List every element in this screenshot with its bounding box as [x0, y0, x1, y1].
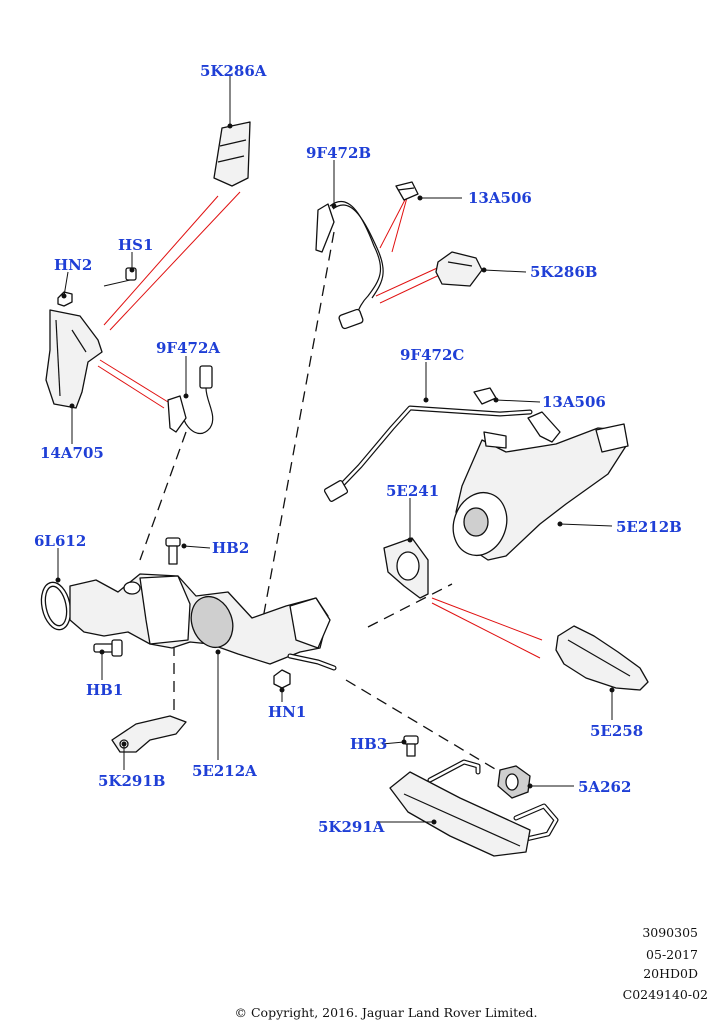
- bracket-5K291A[interactable]: [389, 759, 559, 857]
- label-5K286A-top[interactable]: 5K286A: [200, 62, 267, 80]
- bolt-HB2[interactable]: [165, 537, 181, 565]
- diesel-particulate-filter-5E212B[interactable]: [445, 423, 629, 563]
- footer-ref: C0249140-02: [623, 987, 708, 1002]
- footer-model: 20HD0D: [643, 966, 698, 981]
- oxygen-sensor-9F472A[interactable]: [167, 365, 214, 434]
- label-5E212A[interactable]: 5E212A: [192, 762, 257, 780]
- label-5A262[interactable]: 5A262: [578, 778, 631, 796]
- label-HN1[interactable]: HN1: [268, 703, 306, 721]
- oxygen-sensor-9F472C[interactable]: [323, 405, 561, 502]
- label-9F472C[interactable]: 9F472C: [400, 346, 464, 364]
- label-5E241[interactable]: 5E241: [386, 482, 439, 500]
- label-6L612[interactable]: 6L612: [34, 532, 86, 550]
- part-labels: 5K286A 9F472B 13A506 5K286B HS1 HN2 9F47…: [34, 62, 682, 836]
- heat-shield-5K286A[interactable]: [213, 121, 251, 187]
- footer: 3090305 05-2017 20HD0D C0249140-02 © Cop…: [235, 925, 708, 1020]
- heat-shield-5E258[interactable]: [555, 625, 649, 691]
- label-HB1[interactable]: HB1: [86, 681, 123, 699]
- label-HN2[interactable]: HN2: [54, 256, 92, 274]
- assembly-dashed-lines: [139, 231, 501, 773]
- label-5K291B[interactable]: 5K291B: [98, 772, 165, 790]
- clip-13A506-top[interactable]: [395, 181, 419, 201]
- label-HB2[interactable]: HB2: [212, 539, 249, 557]
- label-13A506-mid[interactable]: 13A506: [542, 393, 606, 411]
- label-5K286B[interactable]: 5K286B: [530, 263, 597, 281]
- label-HB3[interactable]: HB3: [350, 735, 387, 753]
- heat-shield-5K286B[interactable]: [435, 251, 483, 287]
- label-5E212B[interactable]: 5E212B: [616, 518, 682, 536]
- label-5K291A[interactable]: 5K291A: [318, 818, 385, 836]
- footer-code: 3090305: [642, 925, 698, 940]
- copyright: © Copyright, 2016. Jaguar Land Rover Lim…: [235, 1005, 538, 1020]
- label-9F472A[interactable]: 9F472A: [156, 339, 220, 357]
- clip-13A506-mid[interactable]: [473, 387, 497, 405]
- nut-HN1[interactable]: [273, 669, 291, 689]
- bracket-14A705[interactable]: [45, 309, 103, 409]
- gasket-6L612[interactable]: [37, 580, 74, 633]
- bolt-HB3[interactable]: [403, 735, 419, 757]
- label-leaders: [55, 76, 615, 825]
- red-reference-lines: [97, 191, 543, 659]
- bolt-HB1[interactable]: [93, 639, 123, 657]
- gasket-5E241[interactable]: [383, 537, 429, 599]
- label-14A705[interactable]: 14A705: [40, 444, 104, 462]
- rubber-mount-5A262[interactable]: [497, 765, 531, 799]
- label-13A506-top[interactable]: 13A506: [468, 189, 532, 207]
- oxygen-sensor-9F472B[interactable]: [315, 200, 384, 330]
- label-HS1[interactable]: HS1: [118, 236, 153, 254]
- label-9F472B[interactable]: 9F472B: [306, 144, 371, 162]
- label-5E258[interactable]: 5E258: [590, 722, 643, 740]
- catalytic-converter-5E212A[interactable]: [69, 573, 337, 671]
- bracket-5K291B[interactable]: [111, 715, 187, 753]
- nut-HN2[interactable]: [57, 291, 73, 307]
- footer-date: 05-2017: [646, 947, 698, 962]
